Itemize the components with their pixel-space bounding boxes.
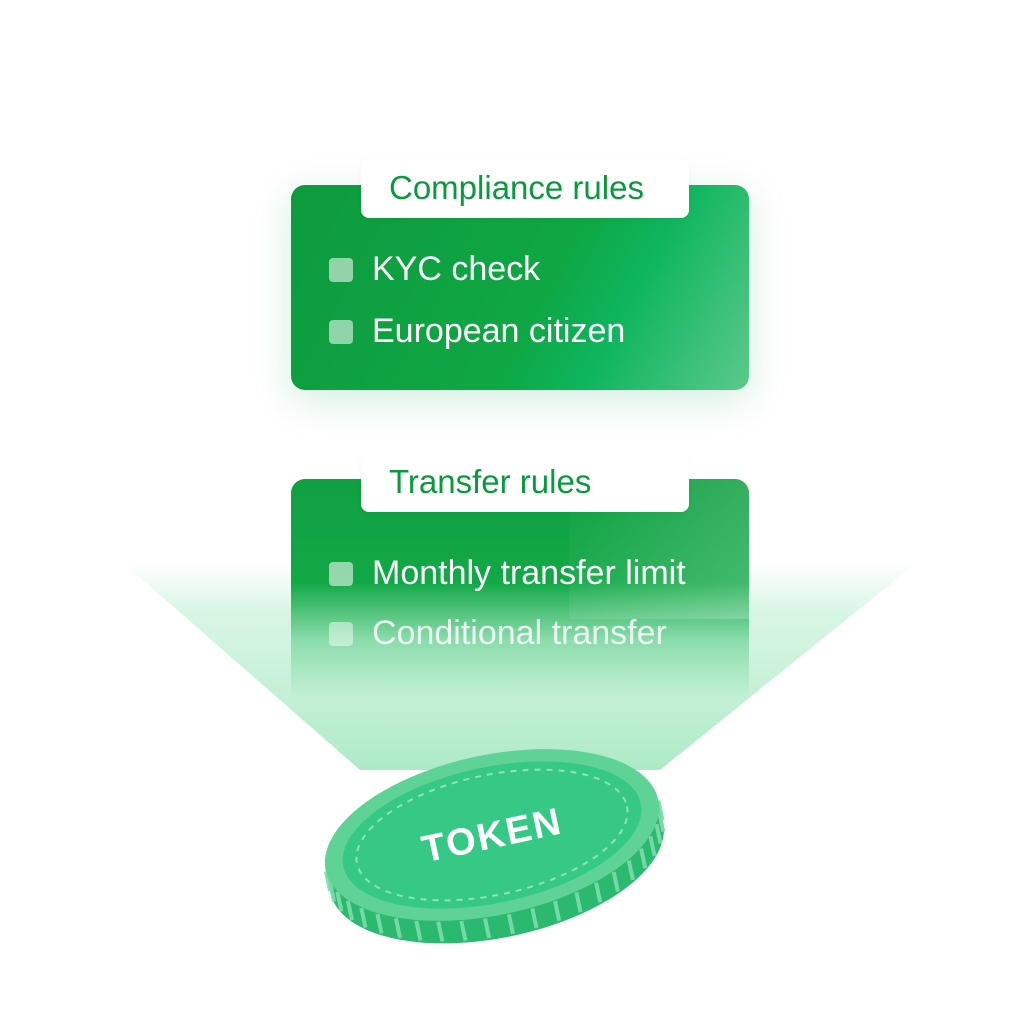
checkbox-icon bbox=[329, 621, 353, 646]
checkbox-icon bbox=[329, 257, 353, 282]
transfer-rules-title: Transfer rules bbox=[361, 452, 689, 512]
list-item-conditional-transfer: Conditional transfer bbox=[329, 614, 667, 653]
coin-edge-ridge bbox=[393, 917, 402, 939]
coin-edge-ridge bbox=[506, 913, 515, 935]
coin-edge-ridge bbox=[335, 891, 344, 912]
coin-edge-ridge bbox=[594, 882, 603, 903]
checkbox-icon bbox=[329, 561, 353, 586]
list-item-label: KYC check bbox=[372, 250, 541, 288]
coin-edge-ridge bbox=[639, 848, 648, 869]
transfer-rules-card bbox=[291, 479, 749, 709]
coin-edge-ridge bbox=[328, 881, 337, 903]
checkbox-icon bbox=[329, 319, 353, 344]
coin-edge-ridge bbox=[648, 835, 657, 857]
list-item-label: Monthly transfer limit bbox=[372, 554, 686, 592]
list-item-label: Conditional transfer bbox=[372, 614, 667, 652]
coin-edge-ridge bbox=[375, 913, 384, 934]
coin-edge-ridge bbox=[359, 907, 368, 928]
list-item-european-citizen: European citizen bbox=[329, 312, 625, 351]
compliance-rules-card bbox=[291, 185, 749, 390]
coin-edge-ridge bbox=[436, 921, 445, 942]
coin-edge-ridge bbox=[574, 892, 583, 913]
coin-edge-ridge bbox=[459, 920, 468, 941]
coin-edge-ridge bbox=[414, 920, 423, 941]
coin-edge-ridge bbox=[626, 860, 635, 881]
coin-edge-ridge bbox=[654, 823, 663, 845]
compliance-rules-title: Compliance rules bbox=[361, 158, 689, 218]
coin-edge-ridge bbox=[483, 918, 492, 939]
coin-edge-ridge bbox=[530, 907, 539, 929]
coin-edge-ridge bbox=[656, 800, 665, 821]
list-item-monthly-transfer-limit: Monthly transfer limit bbox=[329, 554, 686, 593]
coin-edge-ridge bbox=[611, 871, 620, 892]
coin-edge-ridge bbox=[345, 900, 354, 921]
list-item-kyc-check: KYC check bbox=[329, 250, 540, 289]
coin-edge-ridge bbox=[553, 900, 562, 922]
list-item-label: European citizen bbox=[372, 312, 626, 350]
